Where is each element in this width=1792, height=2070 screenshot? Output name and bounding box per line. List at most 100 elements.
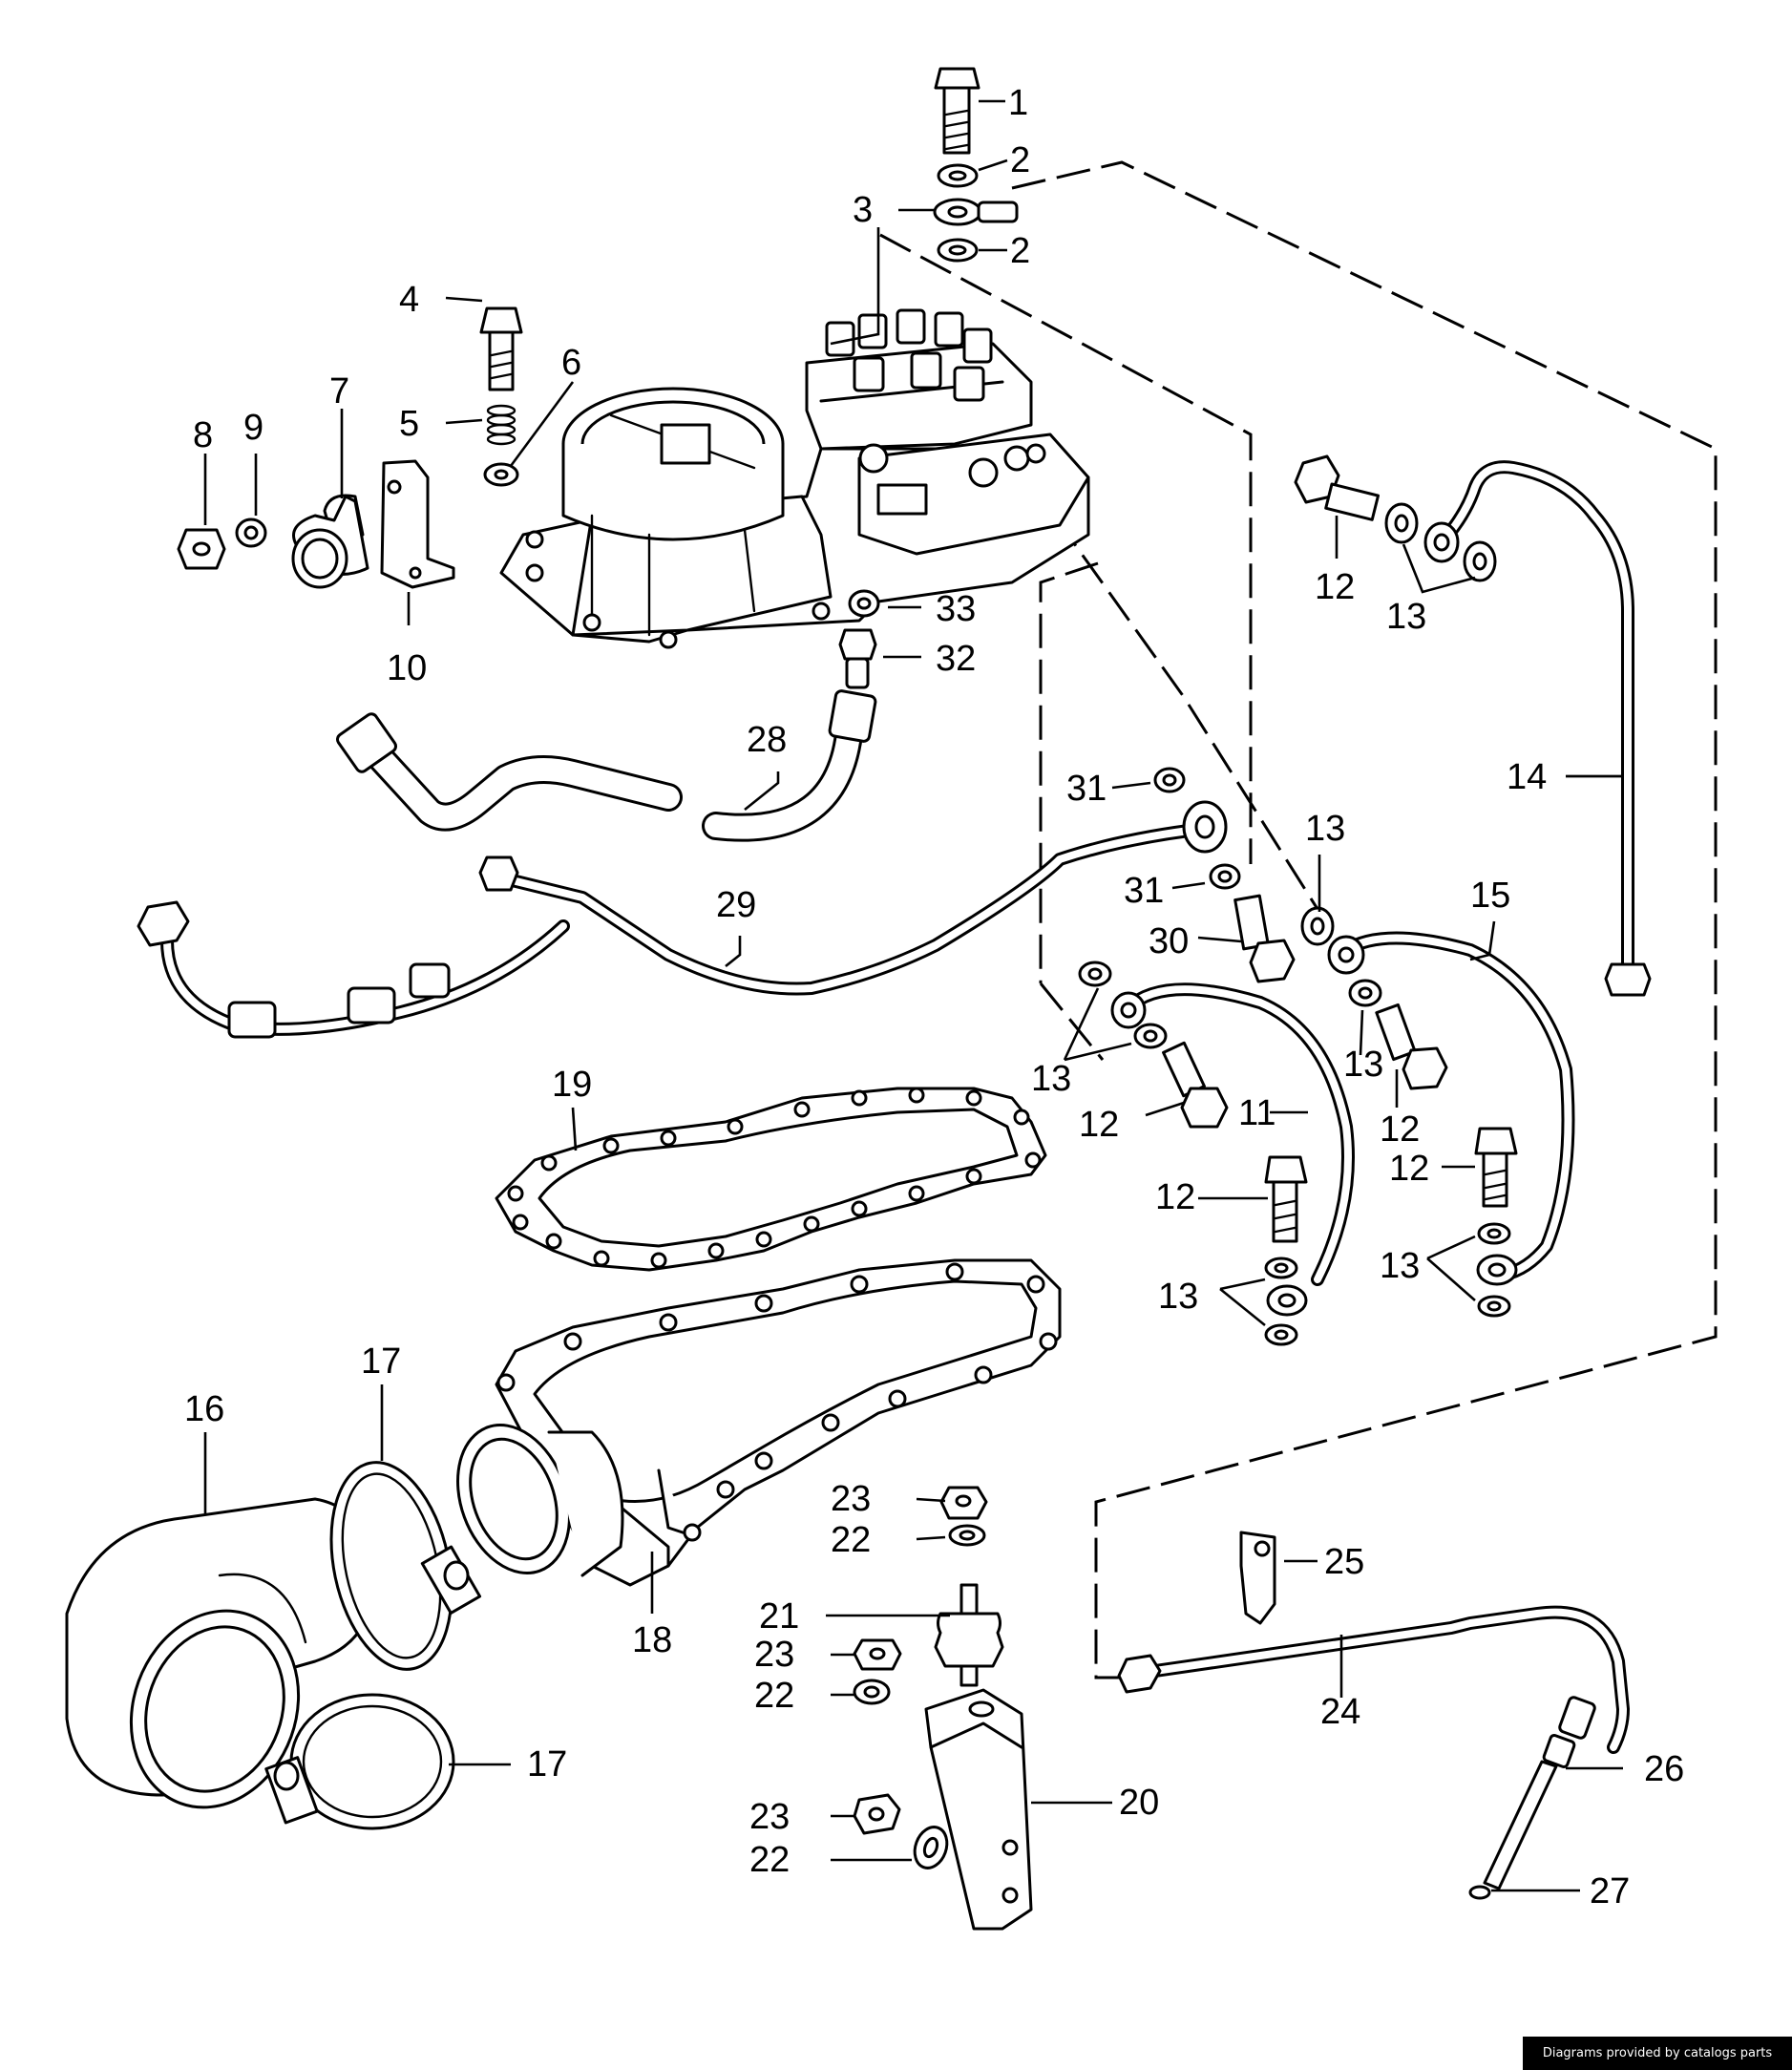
callout-4: 4 — [399, 280, 419, 320]
callout-24: 24 — [1320, 1692, 1360, 1732]
washer-22-bottom — [913, 1826, 949, 1869]
callout-2-top: 2 — [1010, 140, 1030, 180]
callout-28: 28 — [747, 720, 787, 760]
washer-13-left-upper — [1078, 961, 1112, 987]
callout-1: 1 — [1008, 83, 1028, 123]
callout-19: 19 — [552, 1065, 592, 1105]
washer-31-lower — [1209, 863, 1241, 890]
callout-32: 32 — [936, 639, 976, 679]
banjo-13-lower-left — [1266, 1284, 1308, 1317]
callout-13-lower-left: 13 — [1158, 1277, 1198, 1317]
callout-18: 18 — [632, 1620, 672, 1660]
clamp-7 — [291, 494, 369, 589]
callout-13-lower-right: 13 — [1380, 1246, 1420, 1286]
callout-31-lower: 31 — [1124, 871, 1164, 911]
rubber-mount-21 — [934, 1583, 1004, 1687]
washer-13-left-lower — [1133, 1023, 1168, 1049]
callout-13-left: 13 — [1031, 1059, 1071, 1099]
washer-22-top — [948, 1524, 986, 1547]
callout-8: 8 — [193, 415, 213, 455]
bolt-1 — [934, 67, 980, 155]
callout-21: 21 — [759, 1596, 799, 1637]
washer-31-upper — [1153, 767, 1186, 793]
washer-6 — [483, 462, 519, 487]
callout-13-right: 13 — [1343, 1045, 1383, 1085]
hose-clamp-17-lower — [264, 1693, 455, 1830]
intake-elbow-18 — [456, 1258, 1062, 1587]
washer-13-mid — [1300, 906, 1335, 946]
callout-33: 33 — [936, 589, 976, 629]
callout-27: 27 — [1590, 1871, 1630, 1912]
callout-16: 16 — [184, 1389, 224, 1429]
callout-17-lower: 17 — [527, 1744, 567, 1785]
washer-13-lower-left-b — [1264, 1323, 1298, 1346]
bolt-12-lower-left — [1264, 1155, 1308, 1243]
callout-5: 5 — [399, 404, 419, 444]
bolt-12-mid-left — [1162, 1041, 1229, 1129]
callout-7: 7 — [329, 371, 349, 412]
callout-29: 29 — [716, 885, 756, 925]
callout-20: 20 — [1119, 1783, 1159, 1823]
callout-6: 6 — [561, 343, 581, 383]
callout-13-mid-top: 13 — [1305, 809, 1345, 849]
bolt-12-lower-right — [1474, 1127, 1518, 1208]
callout-22-bottom: 22 — [749, 1840, 790, 1880]
hose-28 — [336, 689, 877, 842]
intake-boot-16 — [65, 1497, 374, 1809]
callout-3: 3 — [853, 190, 873, 230]
callout-12-mid-right: 12 — [1380, 1109, 1420, 1150]
washer-13-lower-right-b — [1477, 1295, 1511, 1318]
fuel-line-11 — [1110, 982, 1355, 1286]
callout-14: 14 — [1507, 757, 1547, 797]
callout-22-top: 22 — [831, 1520, 871, 1560]
distributor-valve-caps — [825, 308, 993, 402]
fuel-line-15 — [1327, 931, 1575, 1281]
bracket-10 — [380, 459, 455, 589]
callout-22-middle: 22 — [754, 1676, 794, 1716]
callout-15: 15 — [1470, 876, 1510, 916]
bolt-12-mid-right — [1375, 1003, 1448, 1090]
callout-23-middle: 23 — [754, 1635, 794, 1675]
hose-clamp-17-upper — [329, 1461, 482, 1671]
fuel-distributor-housing — [499, 308, 1090, 649]
callout-17-upper: 17 — [361, 1341, 401, 1382]
nut-23-bottom — [853, 1793, 901, 1835]
bracket-20 — [924, 1688, 1033, 1931]
callout-26: 26 — [1644, 1749, 1684, 1789]
washer-13-lower-left-a — [1264, 1257, 1298, 1279]
callout-labels: 1 2 3 2 4 5 6 7 8 9 10 12 13 14 33 32 28… — [184, 83, 1684, 1912]
o-ring-27 — [1468, 1885, 1491, 1900]
washer-13-lower-right-a — [1477, 1222, 1511, 1245]
callout-12-top: 12 — [1315, 567, 1355, 607]
callout-2-bottom: 2 — [1010, 231, 1030, 271]
gasket-19 — [495, 1087, 1047, 1272]
callout-31-upper: 31 — [1066, 769, 1107, 809]
sensor-fitting-26 — [1483, 1696, 1596, 1890]
banjo-13-lower-right — [1476, 1254, 1518, 1286]
banjo-fitting-3 — [933, 198, 1019, 226]
fuel-line-29 — [137, 800, 1228, 1039]
bolt-30 — [1233, 894, 1296, 983]
callout-10: 10 — [387, 648, 427, 688]
washer-13-top-b — [1463, 540, 1497, 582]
diagram-credit-badge: Diagrams provided by catalogs parts — [1523, 2037, 1792, 2070]
callout-12-mid-left: 12 — [1079, 1105, 1119, 1145]
bolt-12-top-right — [1294, 454, 1381, 521]
washer-13-top-a — [1384, 502, 1419, 544]
callout-25: 25 — [1324, 1542, 1364, 1582]
washer-2-bottom — [937, 238, 979, 263]
washer-13-right-mid — [1348, 979, 1382, 1007]
spring-5 — [486, 404, 517, 446]
lock-washer-9 — [235, 518, 267, 548]
callout-11: 11 — [1238, 1093, 1275, 1133]
leader-lines — [203, 99, 1623, 1892]
washer-33 — [848, 589, 880, 618]
nut-23-top — [939, 1486, 988, 1520]
fuel-line-14 — [1423, 460, 1652, 997]
nut-23-middle — [853, 1638, 902, 1671]
callout-12-lower-left: 12 — [1155, 1177, 1195, 1217]
washer-22-middle — [853, 1679, 891, 1705]
clip-25 — [1239, 1531, 1276, 1625]
callout-9: 9 — [243, 408, 264, 448]
